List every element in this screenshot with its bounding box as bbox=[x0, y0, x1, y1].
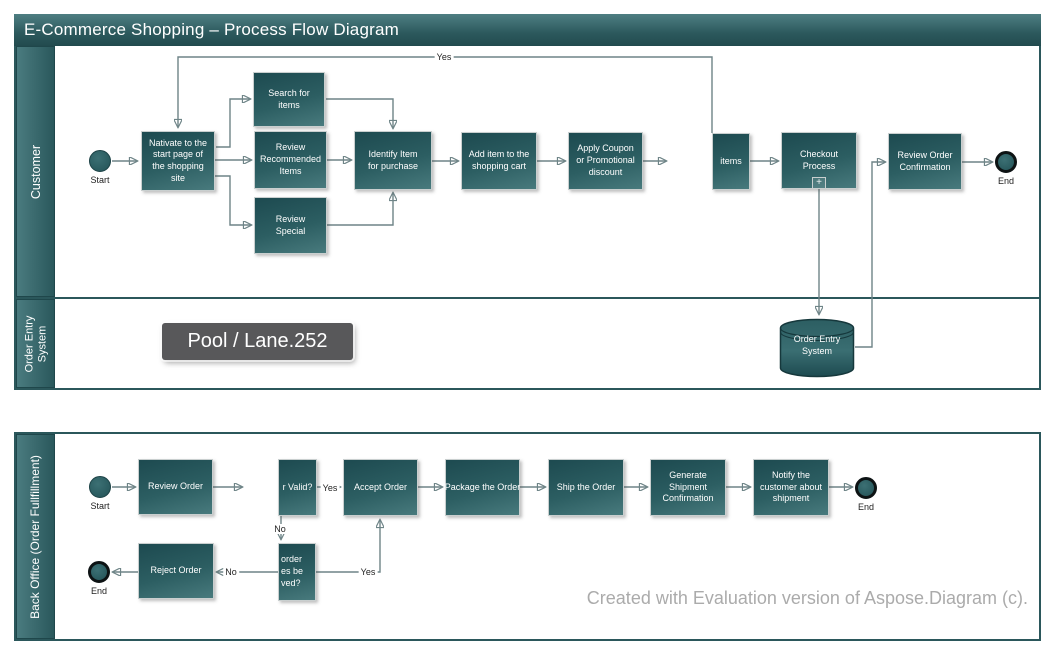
task-label: Generate Shipment Confirmation bbox=[662, 469, 714, 504]
datastore-order-entry-system[interactable]: Order Entry System bbox=[779, 318, 855, 378]
task-label: Review Order bbox=[147, 481, 203, 492]
lane-tooltip-badge: Pool / Lane.252 bbox=[162, 323, 353, 360]
end-event-backoffice-label: End bbox=[857, 502, 875, 512]
end-event-reject[interactable] bbox=[88, 561, 110, 583]
start-event-backoffice-label: Start bbox=[90, 501, 110, 511]
start-event-backoffice[interactable] bbox=[89, 476, 111, 498]
pool-title-bar: E-Commerce Shopping – Process Flow Diagr… bbox=[14, 14, 1041, 46]
task-review-special[interactable]: Review Special bbox=[254, 197, 327, 254]
task-review-recommended[interactable]: Review Recommended Items bbox=[254, 131, 327, 189]
decision-label: r Valid? bbox=[282, 481, 313, 492]
task-identify-item[interactable]: Identify Item for purchase bbox=[354, 131, 432, 190]
edge-label-no-valid: No bbox=[272, 524, 288, 534]
task-label: Add item to the shopping cart bbox=[468, 149, 530, 171]
task-label: Search for items bbox=[268, 87, 310, 110]
task-label: Ship the Order bbox=[556, 481, 616, 492]
end-event-customer-label: End bbox=[997, 176, 1015, 186]
decision-more-items[interactable]: items bbox=[712, 133, 750, 190]
decision-label: order es be ved? bbox=[281, 554, 304, 588]
lane-order-entry-system[interactable]: Order Entry System bbox=[16, 299, 55, 388]
lane-customer[interactable]: Customer bbox=[16, 46, 55, 297]
task-review-order-confirmation[interactable]: Review Order Confirmation bbox=[888, 133, 962, 190]
task-apply-coupon[interactable]: Apply Coupon or Promotional discount bbox=[568, 132, 643, 190]
edge-label-yes-valid: Yes bbox=[320, 483, 340, 493]
start-event-customer[interactable] bbox=[89, 150, 111, 172]
datastore-label: Order Entry System bbox=[793, 334, 841, 356]
decision-order-valid[interactable]: r Valid? bbox=[278, 459, 317, 516]
task-label: Review Order Confirmation bbox=[897, 149, 953, 172]
task-checkout-process[interactable]: Checkout Process bbox=[781, 132, 857, 189]
task-label: Review Recommended Items bbox=[259, 142, 322, 176]
task-reject-order[interactable]: Reject Order bbox=[138, 543, 214, 599]
decision-resolve-issues[interactable]: order es be ved? bbox=[278, 543, 316, 601]
lane-separator bbox=[14, 297, 1041, 299]
task-label: Nativate to the start page of the shoppi… bbox=[148, 137, 208, 183]
task-accept-order[interactable]: Accept Order bbox=[343, 459, 418, 516]
watermark-text: Created with Evaluation version of Aspos… bbox=[586, 588, 1028, 608]
task-label: Accept Order bbox=[353, 481, 408, 492]
task-review-order[interactable]: Review Order bbox=[138, 459, 213, 515]
lane-tooltip-text: Pool / Lane.252 bbox=[187, 330, 328, 352]
start-event-customer-label: Start bbox=[90, 175, 110, 185]
edge-label-yes-resolve: Yes bbox=[358, 567, 378, 577]
task-label: Notify the customer about shipment bbox=[759, 469, 823, 504]
end-event-backoffice[interactable] bbox=[855, 477, 877, 499]
task-navigate-start-page[interactable]: Nativate to the start page of the shoppi… bbox=[141, 131, 215, 191]
lane-back-office-label: Back Office (Order Fullfillment) bbox=[27, 454, 42, 619]
edge-label-no-reject: No bbox=[223, 567, 239, 577]
end-event-reject-label: End bbox=[90, 586, 108, 596]
pool-title-text: E-Commerce Shopping – Process Flow Diagr… bbox=[24, 20, 399, 39]
task-add-item[interactable]: Add item to the shopping cart bbox=[461, 132, 537, 190]
task-label: Checkout Process bbox=[799, 148, 839, 171]
lane-order-entry-label: Order Entry System bbox=[22, 315, 48, 372]
task-label: Reject Order bbox=[150, 565, 202, 576]
task-label: Apply Coupon or Promotional discount bbox=[576, 143, 635, 177]
task-label: Review Special bbox=[275, 213, 306, 236]
edge-label-yes-top: Yes bbox=[434, 52, 454, 62]
end-event-customer[interactable] bbox=[995, 151, 1017, 173]
task-label: Identify Item for purchase bbox=[367, 148, 419, 171]
task-notify-customer[interactable]: Notify the customer about shipment bbox=[753, 459, 829, 516]
task-package-order[interactable]: Package the Order bbox=[445, 459, 520, 516]
task-ship-order[interactable]: Ship the Order bbox=[548, 459, 624, 516]
task-label: Package the Order bbox=[444, 481, 521, 492]
lane-back-office[interactable]: Back Office (Order Fullfillment) bbox=[16, 434, 55, 639]
task-generate-shipment-confirmation[interactable]: Generate Shipment Confirmation bbox=[650, 459, 726, 516]
task-search-items[interactable]: Search for items bbox=[253, 72, 325, 127]
decision-label: items bbox=[720, 155, 742, 166]
subprocess-plus-icon[interactable]: + bbox=[812, 177, 826, 189]
lane-customer-label: Customer bbox=[28, 144, 43, 199]
